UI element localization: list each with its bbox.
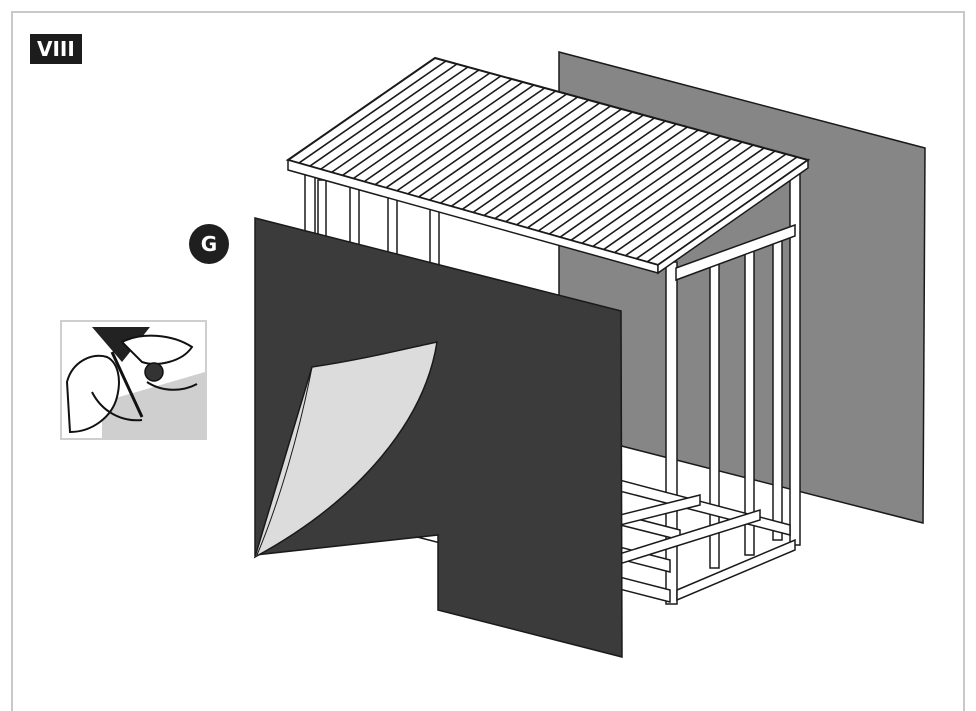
roof-corrugation-line [472,108,622,214]
peeled-film [253,341,438,559]
hand-peel-icon [62,322,205,438]
roof-corrugation-line [635,153,787,260]
roof-corrugation-line [461,105,611,211]
roof-corrugation-line [646,156,798,263]
roof-corrugation-line [352,75,502,180]
corrugated-roof [285,56,811,275]
roof-corrugation-line [439,99,590,204]
roof-corrugation-line [570,135,721,241]
hand-peeling-film-detail [60,320,207,440]
roof-corrugation-line [298,60,447,164]
roof-corrugation-line [320,66,469,170]
roof-corrugation-line [385,84,535,189]
roof-corrugation-line [309,63,458,167]
roof-corrugation-line [483,111,633,217]
roof-corrugation-line [603,144,754,251]
roof-corrugation-line [407,90,557,195]
step-number-badge: VIII [30,34,82,64]
roof-corrugation-line [429,96,579,201]
roof-corrugation-line [331,69,480,174]
roof-corrugation-line [581,138,732,245]
instruction-frame [11,11,965,711]
roof-corrugation-line [614,147,765,254]
roof-corrugation-line [624,150,776,257]
roof-corrugation-line [450,102,601,207]
roof-corrugation-line [418,93,568,198]
roof-corrugation-line [505,117,655,223]
roof-corrugation-line [494,114,644,220]
roof-corrugation-line [537,126,688,232]
roof-corrugation-line [592,141,743,248]
roof-corrugation-line [526,123,677,229]
roof-corrugation-line [559,132,710,238]
roof-corrugation-line [548,129,699,235]
roof-corrugation-line [396,87,546,192]
roof-corrugation-line [374,81,524,186]
roof-corrugation-line [516,120,666,226]
roof-corrugation-line [341,72,491,177]
part-letter-circle: G [189,224,229,264]
roof-corrugation-line [363,78,513,183]
